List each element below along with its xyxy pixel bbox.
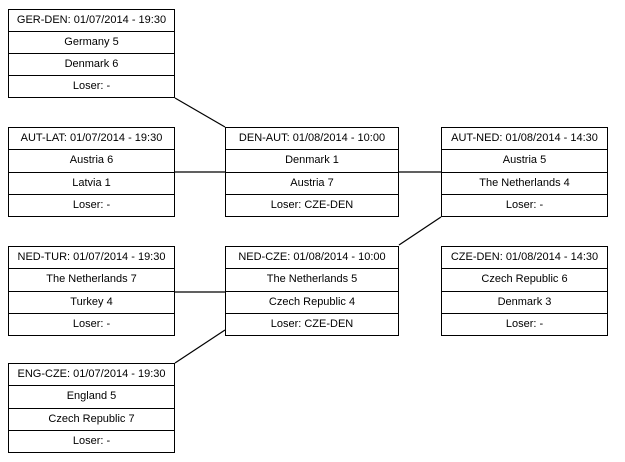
connector-eng-cze-to-ned-cze: [174, 329, 226, 364]
match-header-den-aut: DEN-AUT: 01/08/2014 - 10:00: [238, 132, 386, 145]
match-team2-ger-den: Denmark 6: [9, 53, 174, 75]
match-team2-den-aut: Austria 7: [226, 171, 398, 194]
match-team1-cze-den: Czech Republic 6: [442, 268, 607, 290]
match-box-eng-cze[interactable]: ENG-CZE: 01/07/2014 - 19:30 England 5 Cz…: [8, 363, 175, 453]
match-box-den-aut[interactable]: DEN-AUT: 01/08/2014 - 10:00 Denmark 1 Au…: [225, 127, 399, 217]
match-loser-ned-cze: Loser: CZE-DEN: [226, 312, 398, 335]
match-team1-ned-cze: The Netherlands 5: [226, 268, 398, 290]
match-box-ned-tur[interactable]: NED-TUR: 01/07/2014 - 19:30 The Netherla…: [8, 246, 175, 336]
connector-ger-den-to-den-aut: [174, 97, 226, 128]
match-team1-ned-tur: The Netherlands 7: [9, 268, 174, 290]
match-team2-aut-lat: Latvia 1: [9, 171, 174, 194]
match-header-ger-den: GER-DEN: 01/07/2014 - 19:30: [16, 14, 167, 26]
match-header-ned-cze: NED-CZE: 01/08/2014 - 10:00: [238, 251, 386, 264]
match-header-aut-ned: AUT-NED: 01/08/2014 - 14:30: [451, 132, 598, 145]
connector-ned-cze-to-aut-ned: [398, 216, 442, 246]
match-header-ned-tur: NED-TUR: 01/07/2014 - 19:30: [17, 251, 166, 264]
match-box-cze-den[interactable]: CZE-DEN: 01/08/2014 - 14:30 Czech Republ…: [441, 246, 608, 336]
match-loser-aut-ned: Loser: -: [442, 193, 607, 216]
match-loser-ger-den: Loser: -: [9, 75, 174, 97]
match-team2-cze-den: Denmark 3: [442, 290, 607, 313]
match-team1-ger-den: Germany 5: [9, 31, 174, 53]
match-loser-ned-tur: Loser: -: [9, 312, 174, 335]
match-header-cze-den: CZE-DEN: 01/08/2014 - 14:30: [450, 251, 599, 264]
match-team2-ned-tur: Turkey 4: [9, 290, 174, 313]
match-header-eng-cze: ENG-CZE: 01/07/2014 - 19:30: [17, 368, 166, 381]
match-box-aut-ned[interactable]: AUT-NED: 01/08/2014 - 14:30 Austria 5 Th…: [441, 127, 608, 217]
match-loser-aut-lat: Loser: -: [9, 193, 174, 216]
match-team2-ned-cze: Czech Republic 4: [226, 290, 398, 313]
match-loser-cze-den: Loser: -: [442, 312, 607, 335]
match-loser-den-aut: Loser: CZE-DEN: [226, 193, 398, 216]
match-team2-aut-ned: The Netherlands 4: [442, 171, 607, 194]
match-team1-aut-ned: Austria 5: [442, 149, 607, 171]
match-team1-aut-lat: Austria 6: [9, 149, 174, 171]
match-loser-eng-cze: Loser: -: [9, 429, 174, 452]
match-team1-den-aut: Denmark 1: [226, 149, 398, 171]
match-header-aut-lat: AUT-LAT: 01/07/2014 - 19:30: [20, 132, 163, 145]
match-box-aut-lat[interactable]: AUT-LAT: 01/07/2014 - 19:30 Austria 6 La…: [8, 127, 175, 217]
match-team2-eng-cze: Czech Republic 7: [9, 407, 174, 430]
match-team1-eng-cze: England 5: [9, 385, 174, 407]
match-box-ned-cze[interactable]: NED-CZE: 01/08/2014 - 10:00 The Netherla…: [225, 246, 399, 336]
match-box-ger-den[interactable]: GER-DEN: 01/07/2014 - 19:30 Germany 5 De…: [8, 9, 175, 98]
